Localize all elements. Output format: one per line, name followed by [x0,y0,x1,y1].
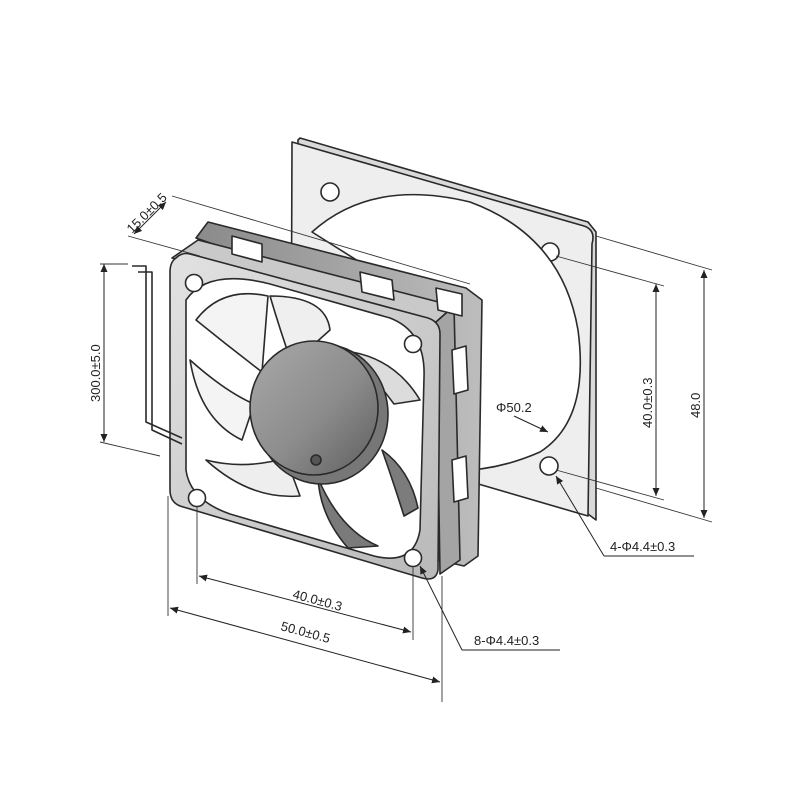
dim-cable-length: 300.0±5.0 [88,344,103,402]
fan-hub [249,340,379,476]
dim-hole-spacing-front: 40.0±0.3 [291,586,344,614]
blade [269,295,331,365]
dim-thickness: 15.0±0.5 [124,190,170,236]
blade [195,292,269,373]
frame-hole-bottom-left [187,488,207,508]
dim-rear-holes: 4-Φ4.4±0.3 [610,539,675,554]
flange-hole-bottom-right [539,456,559,476]
fan-frame-side [171,221,483,575]
dim-frame-width: 50.0±0.5 [279,618,332,646]
frame-hole-top-right [403,334,423,354]
blade [189,359,255,441]
hub-screw-icon [310,454,322,466]
dim-front-holes: 8-Φ4.4±0.3 [474,633,539,648]
blade [205,457,301,498]
dim-flange-height: 48.0 [688,393,703,418]
cable [132,265,183,445]
dim-guard-diameter: Φ50.2 [496,400,532,415]
blade [317,477,379,549]
frame-hole-bottom-right [403,548,423,568]
fan-impeller [189,292,421,549]
frame-hole-top-left [184,273,204,293]
flange-hole-top-left [320,182,340,202]
blade [381,449,419,517]
dim-hole-spacing-rear: 40.0±0.3 [640,377,655,428]
